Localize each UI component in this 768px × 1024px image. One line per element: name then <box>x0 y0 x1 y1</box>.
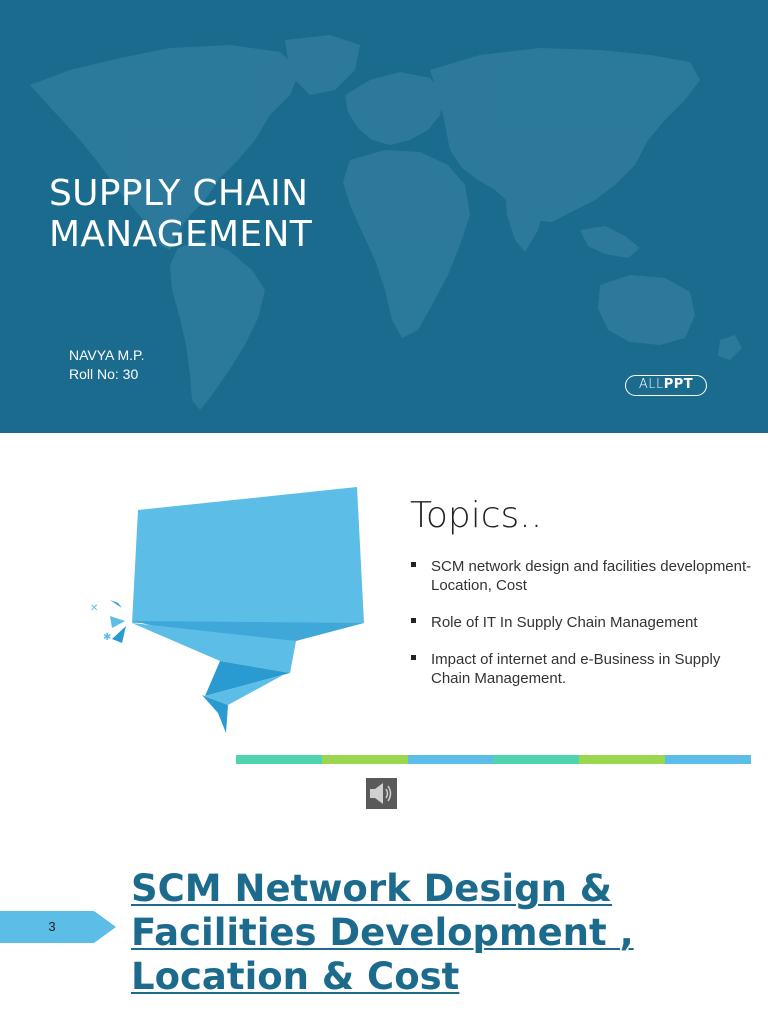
title-slide: SUPPLY CHAIN MANAGEMENT NAVYA M.P. Roll … <box>0 0 768 433</box>
origami-speech-bubble-graphic: ✕ ✱ <box>90 487 364 733</box>
stripe-segment <box>236 755 322 764</box>
topic-item: SCM network design and facilities develo… <box>410 557 760 595</box>
section-slide: 3 SCM Network Design & Facilities Develo… <box>0 839 768 1024</box>
presentation-title: SUPPLY CHAIN MANAGEMENT <box>49 173 312 255</box>
svg-text:✕: ✕ <box>90 603 98 614</box>
stripe-segment <box>579 755 666 764</box>
stripe-segment <box>665 755 751 764</box>
section-title-line-3[interactable]: Location & Cost <box>131 955 460 998</box>
author-name: NAVYA M.P. <box>69 347 145 363</box>
topics-slide: ✕ ✱ Topics.. SCM network design and faci… <box>0 433 768 839</box>
topic-item: Role of IT In Supply Chain Management <box>410 613 760 632</box>
brand-ppt: PPT <box>663 377 694 392</box>
slide-number-tab <box>0 911 116 943</box>
topics-heading: Topics.. <box>410 495 543 536</box>
stripe-segment <box>407 755 494 764</box>
section-title-link[interactable]: SCM Network Design & Facilities Developm… <box>131 867 634 999</box>
color-stripe <box>236 755 751 764</box>
allppt-logo: ALLPPT <box>625 375 707 396</box>
section-title-line-2[interactable]: Facilities Development , <box>131 911 634 954</box>
slide-number: 3 <box>48 919 56 934</box>
section-title-line-1[interactable]: SCM Network Design & <box>131 867 613 910</box>
svg-text:✱: ✱ <box>103 632 111 643</box>
world-map-background <box>30 35 742 410</box>
speaker-icon[interactable] <box>366 778 397 809</box>
author-block: NAVYA M.P. Roll No: 30 <box>69 346 144 383</box>
topic-item: Impact of internet and e-Business in Sup… <box>410 650 760 688</box>
stripe-segment <box>493 755 580 764</box>
title-line-1: SUPPLY CHAIN <box>49 173 309 214</box>
title-line-2: MANAGEMENT <box>49 214 312 255</box>
roll-number: Roll No: 30 <box>69 365 139 382</box>
stripe-segment <box>321 755 408 764</box>
brand-all: ALL <box>638 377 664 392</box>
topics-list: SCM network design and facilities develo… <box>410 557 760 706</box>
